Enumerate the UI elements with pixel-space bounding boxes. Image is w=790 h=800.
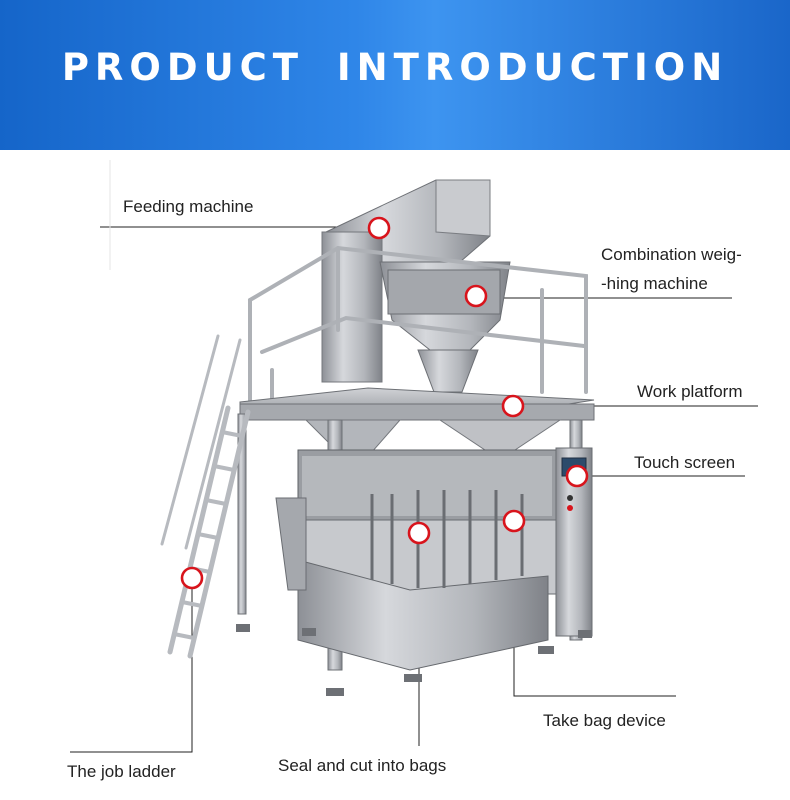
weigher-bowls [379,261,511,393]
marker-feeding-machine [367,216,391,240]
machine-illustration [70,160,758,753]
label-seal-and-cut: Seal and cut into bags [278,756,447,775]
callout-markers [180,216,589,590]
page-title: PRODUCT INTRODUCTION [61,46,729,89]
header-banner: PRODUCT INTRODUCTION [0,0,790,150]
label-feeding-machine: Feeding machine [123,197,254,216]
marker-combination-weighing [464,284,488,308]
packing-machine-body [297,449,557,671]
job-ladder [160,334,251,659]
side-chute [275,497,307,591]
feeding-hopper [321,179,491,383]
marker-work-platform [501,394,525,418]
machine-feet [236,624,592,696]
label-take-bag-device: Take bag device [543,711,666,730]
product-diagram [0,150,790,800]
marker-touch-screen [565,464,589,488]
marker-seal-and-cut [407,521,431,545]
label-combination-weighing: Combination weig- -hing machine [601,245,742,293]
marker-take-bag-device [502,509,526,533]
label-touch-screen: Touch screen [634,453,736,472]
guard-rails [248,245,588,404]
label-work-platform: Work platform [637,382,743,401]
label-job-ladder: The job ladder [67,762,176,781]
marker-job-ladder [180,566,204,590]
